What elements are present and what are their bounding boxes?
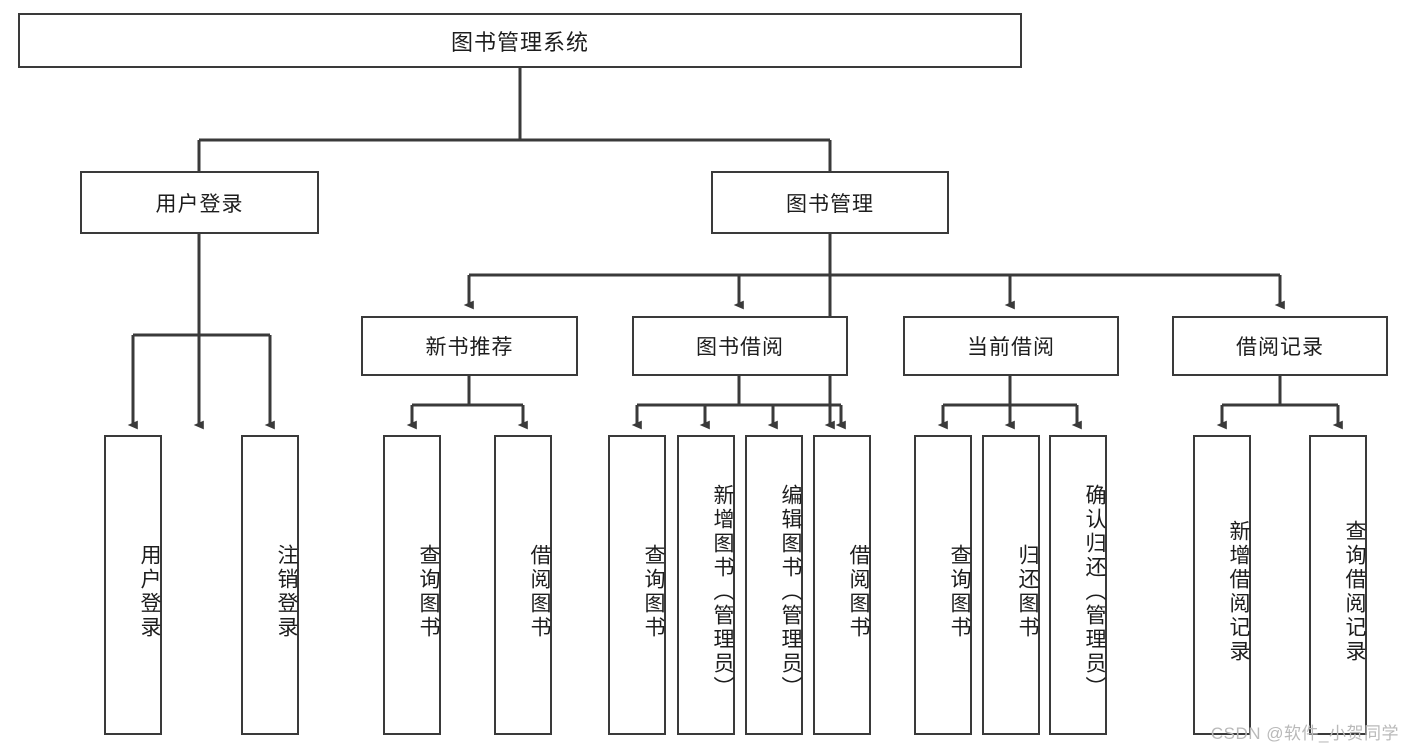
node-new-book-rec[interactable]: 新书推荐: [361, 316, 578, 376]
node-leaf-borrow-book-2[interactable]: 借阅图书: [813, 435, 871, 735]
node-label: 用户登录: [138, 544, 161, 640]
node-leaf-logout-login[interactable]: 注销登录: [241, 435, 299, 735]
node-label: 编辑图书（管理员）: [779, 484, 802, 700]
node-label: 查询图书: [642, 544, 665, 640]
node-leaf-user-login[interactable]: 用户登录: [104, 435, 162, 735]
node-label: 用户登录: [155, 192, 244, 216]
node-leaf-query-book-3[interactable]: 查询图书: [914, 435, 972, 735]
node-leaf-add-book[interactable]: 新增图书（管理员）: [677, 435, 735, 735]
node-label: 注销登录: [275, 544, 298, 640]
node-leaf-query-book-1[interactable]: 查询图书: [383, 435, 441, 735]
node-label: 新增图书（管理员）: [711, 484, 734, 700]
node-label: 查询借阅记录: [1343, 520, 1366, 664]
node-leaf-borrow-book-1[interactable]: 借阅图书: [494, 435, 552, 735]
node-label: 新增借阅记录: [1227, 520, 1250, 664]
node-label: 查询图书: [948, 544, 971, 640]
node-label: 图书借阅: [696, 336, 784, 359]
node-label: 图书管理系统: [450, 29, 589, 55]
node-label: 借阅图书: [528, 544, 551, 640]
node-leaf-confirm-return[interactable]: 确认归还（管理员）: [1049, 435, 1107, 735]
node-root[interactable]: 图书管理系统: [18, 13, 1022, 68]
node-leaf-return-book[interactable]: 归还图书: [982, 435, 1040, 735]
node-book-borrow[interactable]: 图书借阅: [632, 316, 848, 376]
node-label: 查询图书: [417, 544, 440, 640]
node-leaf-query-record[interactable]: 查询借阅记录: [1309, 435, 1367, 735]
node-user-login[interactable]: 用户登录: [80, 171, 319, 234]
node-label: 借阅图书: [847, 544, 870, 640]
node-label: 新书推荐: [425, 336, 514, 359]
node-borrow-record[interactable]: 借阅记录: [1172, 316, 1388, 376]
node-label: 当前借阅: [967, 336, 1055, 359]
node-leaf-query-book-2[interactable]: 查询图书: [608, 435, 666, 735]
node-label: 确认归还（管理员）: [1083, 484, 1106, 700]
node-leaf-edit-book[interactable]: 编辑图书（管理员）: [745, 435, 803, 735]
node-label: 图书管理: [786, 192, 874, 216]
watermark-text: CSDN @软件_小贺同学: [1210, 724, 1399, 743]
node-label: 归还图书: [1016, 544, 1039, 640]
node-label: 借阅记录: [1236, 336, 1324, 359]
node-current-borrow[interactable]: 当前借阅: [903, 316, 1119, 376]
node-leaf-add-record[interactable]: 新增借阅记录: [1193, 435, 1251, 735]
node-book-manage[interactable]: 图书管理: [711, 171, 949, 234]
